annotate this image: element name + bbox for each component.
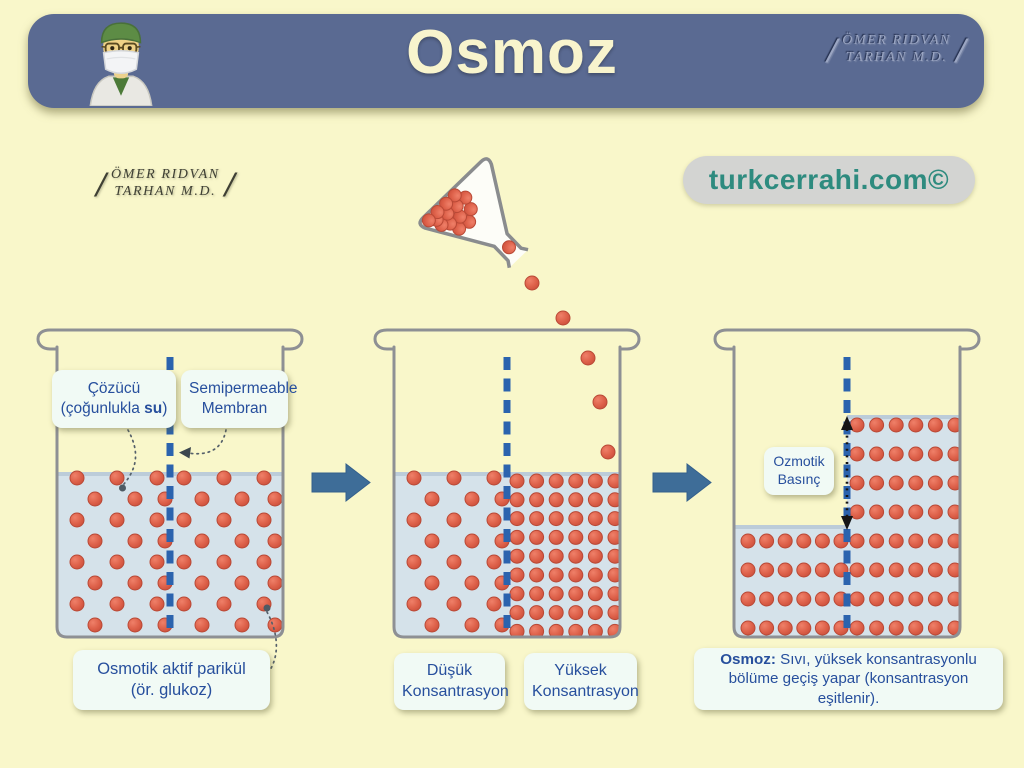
callout-particle-line2: (ör. glukoz) bbox=[130, 681, 213, 699]
membrane-pointer-arrowhead bbox=[179, 447, 191, 459]
callout-low-line1: Düşük bbox=[426, 662, 473, 680]
header-bar bbox=[28, 14, 984, 108]
callout-osmotic-pressure: Ozmotik Basınç bbox=[764, 447, 834, 495]
callout-high-concentration: Yüksek Konsantrasyon bbox=[524, 653, 639, 710]
callout-membrane-line1: Semipermeable bbox=[189, 380, 298, 398]
callout-semipermeable-membrane: Semipermeable Membran bbox=[181, 370, 298, 428]
flourish-slash-icon: / bbox=[96, 164, 107, 204]
solvent-marker-dot bbox=[119, 484, 126, 492]
beaker bbox=[373, 328, 641, 639]
site-watermark-text: turkcerrahi.com© bbox=[708, 164, 950, 195]
flourish-slash-icon: / bbox=[827, 30, 838, 70]
callout-solvent-line2: (çoğunlukla su) bbox=[60, 400, 168, 417]
callout-particle-line1: Osmotik aktif parikül bbox=[97, 659, 246, 678]
callout-membrane-line2: Membran bbox=[201, 400, 268, 417]
callout-pressure-line2: Basınç bbox=[777, 471, 821, 487]
site-watermark-badge: turkcerrahi.com© bbox=[683, 156, 975, 204]
flourish-slash-icon: / bbox=[955, 30, 966, 70]
doctor-emoji-icon bbox=[89, 22, 153, 106]
beaker bbox=[713, 328, 981, 639]
callout-pressure-line1: Ozmotik bbox=[773, 453, 825, 470]
callout-solvent: Çözücü (çoğunlukla su) bbox=[52, 370, 176, 428]
page-title: Osmoz bbox=[406, 18, 618, 87]
callout-low-concentration: Düşük Konsantrasyon bbox=[394, 653, 509, 710]
callout-osmotic-particle: Osmotik aktif parikül (ör. glukoz) bbox=[73, 650, 270, 710]
callout-low-line2: Konsantrasyon bbox=[402, 682, 509, 700]
transition-arrow-icon bbox=[652, 462, 712, 503]
flourish-slash-icon: / bbox=[224, 164, 235, 204]
author-signature: / ÖMER RIDVAN TARHAN M.D. / bbox=[96, 166, 235, 202]
callout-high-line1: Yüksek bbox=[554, 662, 607, 680]
header-author-signature: / ÖMER RIDVAN TARHAN M.D. / bbox=[827, 32, 966, 68]
transition-arrow-icon bbox=[311, 462, 371, 503]
pouring-flask bbox=[418, 157, 529, 269]
header-signature-line1: ÖMER RIDVAN bbox=[842, 33, 951, 49]
author-signature-line2: TARHAN M.D. bbox=[114, 184, 217, 199]
callout-solvent-line1: Çözücü bbox=[87, 380, 141, 398]
particle-marker-dot bbox=[263, 604, 271, 612]
osmosis-definition-text: Osmoz: Sıvı, yüksek konsantrasyonlu bölü… bbox=[720, 650, 977, 707]
header-signature-line2: TARHAN M.D. bbox=[845, 50, 948, 65]
callout-high-line2: Konsantrasyon bbox=[532, 682, 639, 700]
author-signature-line1: ÖMER RIDVAN bbox=[111, 167, 220, 183]
callout-osmosis-definition: Osmoz: Sıvı, yüksek konsantrasyonlu bölü… bbox=[694, 648, 1003, 710]
